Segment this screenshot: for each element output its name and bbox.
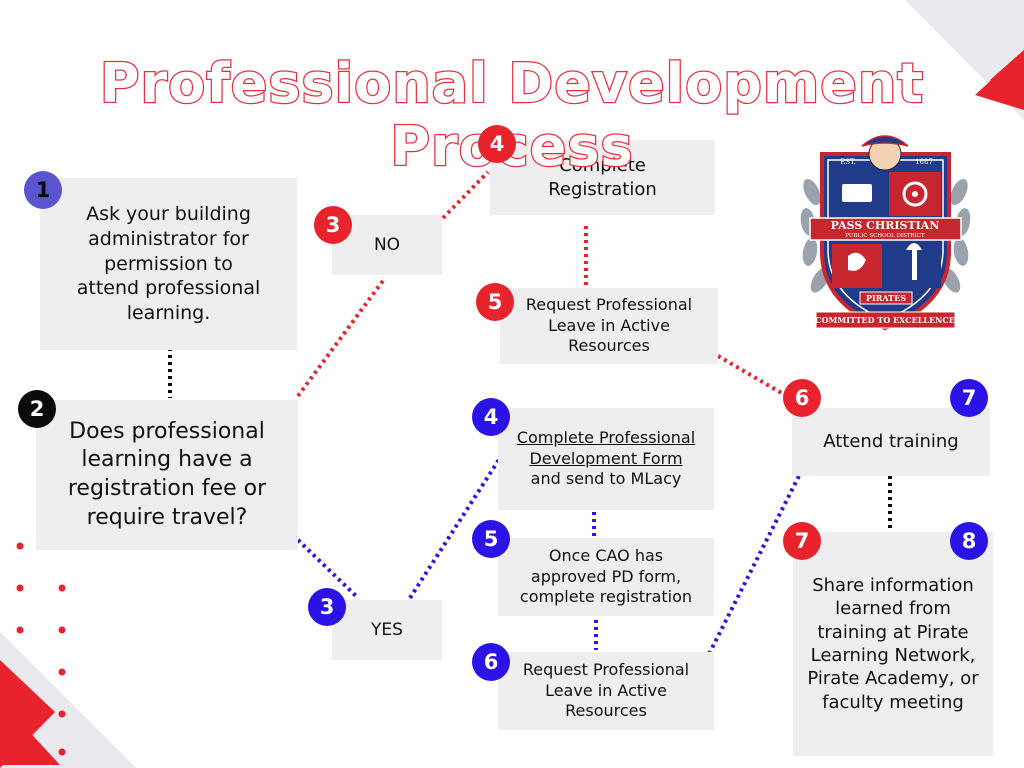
connector-no-to-register [441, 170, 490, 220]
yes-step-5-box: Once CAO has approved PD form, complete … [498, 538, 714, 616]
step-2-text: Does professional learning have a regist… [67, 418, 267, 530]
no-step-5-badge: 5 [476, 283, 514, 321]
page-title: Professional Development Process [99, 51, 925, 180]
no-badge: 3 [314, 206, 352, 244]
no-label: NO [373, 234, 401, 255]
crest-est: EST. [840, 158, 856, 166]
share-badge-blue: 8 [950, 522, 988, 560]
yes-step-6-box: Request Professional Leave in Active Res… [498, 652, 714, 730]
yes-box: YES [332, 600, 442, 660]
yes-step-4-text: and send to MLacy [530, 469, 682, 489]
attend-badge-red: 6 [783, 379, 821, 417]
step-2-badge: 2 [18, 390, 56, 428]
crest-motto: COMMITTED TO EXCELLENCE [815, 315, 955, 325]
step-1-badge: 1 [24, 171, 62, 209]
no-step-4-badge: 4 [478, 125, 516, 163]
yes-step-4-box: Complete Professional Development Form a… [498, 408, 714, 510]
yes-step-5-badge: 5 [472, 520, 510, 558]
yes-badge: 3 [308, 588, 346, 626]
crest-mascot: PIRATES [866, 293, 906, 303]
step-1-text: Ask your building administrator for perm… [76, 203, 261, 325]
connector-2-to-no [296, 276, 387, 398]
crest-district: PUBLIC SCHOOL DISTRICT [845, 233, 925, 239]
yes-step-6-badge: 6 [472, 643, 510, 681]
yes-label: YES [371, 619, 403, 640]
step-2-box: Does professional learning have a regist… [36, 400, 298, 550]
no-step-4-box: Complete Registration [490, 140, 715, 215]
step-1-box: Ask your building administrator for perm… [40, 178, 297, 350]
share-box: Share information learned from training … [793, 532, 993, 756]
connector-leave-to-attend-blue [704, 465, 806, 661]
pass-christian-crest-logo: PASS CHRISTIAN PUBLIC SCHOOL DISTRICT PI… [800, 135, 971, 331]
share-badge-red: 7 [783, 522, 821, 560]
no-step-5-text: Request Professional Leave in Active Res… [525, 294, 693, 356]
attend-box: Attend training [792, 408, 990, 476]
no-step-4-text: Complete Registration [548, 155, 657, 200]
pd-form-link[interactable]: Complete Professional Development Form [516, 427, 696, 468]
attend-text: Attend training [823, 431, 959, 453]
no-step-5-box: Request Professional Leave in Active Res… [500, 288, 718, 364]
yes-step-4-badge: 4 [472, 398, 510, 436]
crest-name: PASS CHRISTIAN [831, 219, 940, 232]
share-text: Share information learned from training … [807, 574, 979, 713]
yes-step-6-text: Request Professional Leave in Active Res… [522, 659, 690, 721]
connector-leave-to-attend [716, 354, 792, 400]
yes-step-5-text: Once CAO has approved PD form, complete … [519, 545, 693, 607]
attend-badge-blue: 7 [950, 379, 988, 417]
crest-year: 1887 [915, 158, 933, 166]
